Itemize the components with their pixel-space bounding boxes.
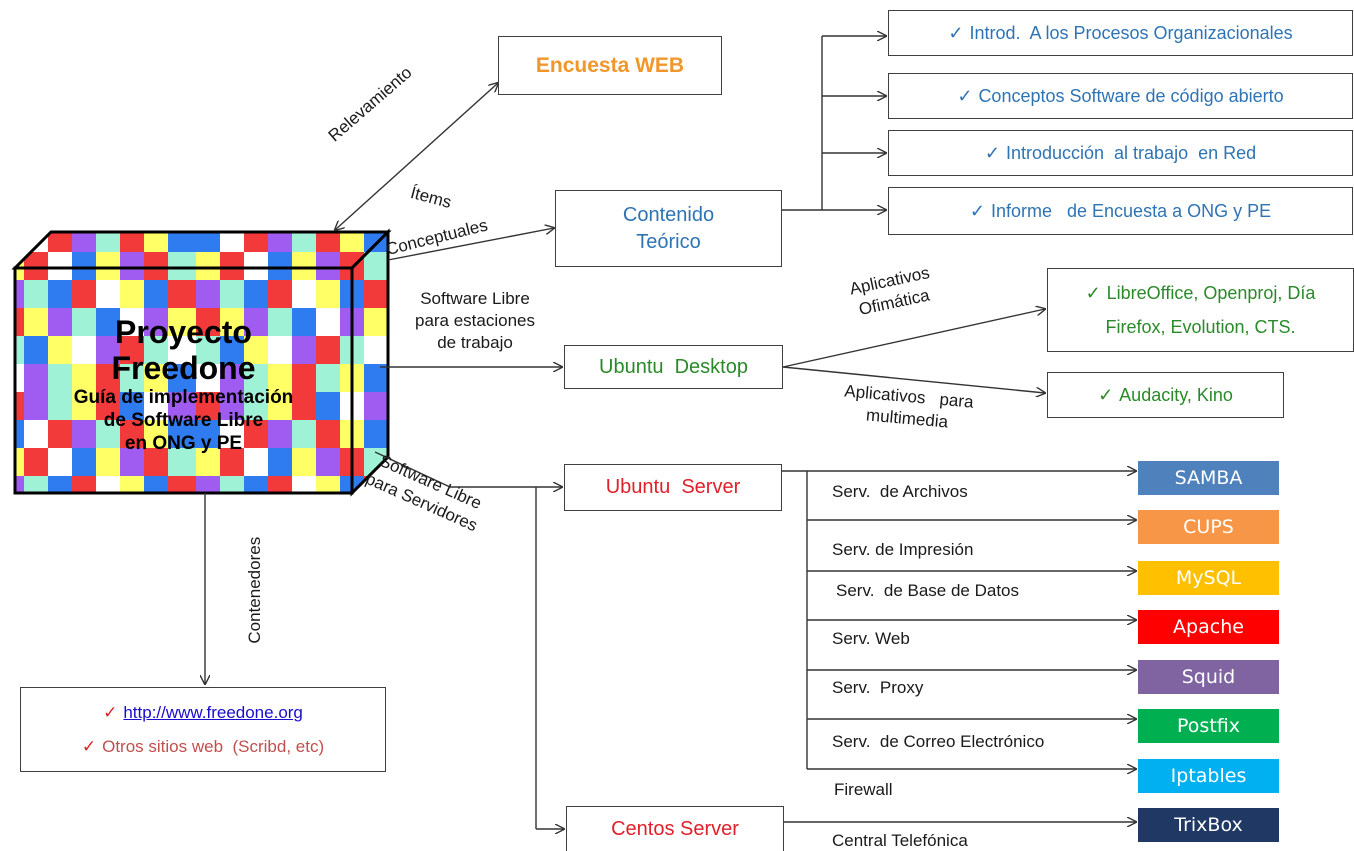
ubuntu-server-label: Ubuntu Server	[605, 476, 741, 498]
edge-label-desktop-line2: para estaciones	[414, 311, 536, 330]
theory-item-2: ✓ Conceptos Software de código abierto	[888, 73, 1353, 119]
theory-item-label: Introducción al trabajo en Red	[1005, 142, 1257, 163]
edge-office-apps	[782, 309, 1045, 368]
media-apps-box: ✓ Audacity, Kino	[1047, 372, 1284, 418]
cube-front-face	[13, 266, 354, 495]
theory-bracket	[782, 36, 886, 210]
service-label-db: Serv. de Base de Datos	[836, 581, 1020, 600]
theory-box-line2: Teórico	[636, 230, 701, 253]
service-label-mail: Serv. de Correo Electrónico	[832, 732, 1045, 751]
tech-badge-postfix: Postfix	[1138, 709, 1279, 743]
container-link-row: ✓http://www.freedone.org	[103, 696, 303, 730]
services-bracket	[782, 471, 1136, 769]
edge-conceptuales	[387, 228, 554, 261]
service-label-web: Serv. Web	[832, 629, 910, 648]
theory-item-label: Conceptos Software de código abierto	[978, 85, 1284, 106]
theory-item-1: ✓ Introd. A los Procesos Organizacionale…	[888, 10, 1353, 56]
service-label-print: Serv. de Impresión	[832, 540, 974, 559]
edge-label-containers: Contenedores	[244, 536, 264, 644]
project-subtitle-line3: en ONG y PE	[124, 433, 243, 454]
ubuntu-desktop-box: Ubuntu Desktop	[564, 345, 783, 389]
edge-label-desktop: Software Libre para estaciones de trabaj…	[395, 288, 555, 354]
centos-server-label: Centos Server	[611, 817, 739, 840]
theory-box: Contenido Teórico	[555, 190, 782, 267]
project-subtitle-line2: de Software Libre	[103, 410, 264, 431]
check-icon: ✓	[969, 200, 985, 221]
tech-badge-mysql: MySQL	[1138, 561, 1279, 595]
media-apps-label: Audacity, Kino	[1119, 384, 1233, 405]
container-other-label: Otros sitios web (Scribd, etc)	[102, 736, 325, 756]
edge-label-desktop-line1: Software Libre	[420, 289, 530, 308]
service-label-telephony: Central Telefónica	[832, 831, 968, 850]
ubuntu-server-box: Ubuntu Server	[564, 464, 782, 511]
tech-badge-samba: SAMBA	[1138, 461, 1279, 495]
check-icon: ✓	[957, 85, 973, 106]
theory-item-label: Introd. A los Procesos Organizacionales	[969, 22, 1293, 43]
project-cube: Proyecto Freedone Guía de implementación…	[15, 268, 352, 493]
office-apps-text1: LibreOffice, Openproj, Día	[1106, 283, 1316, 303]
cube-top-face	[11, 230, 392, 270]
check-icon: ✓	[948, 22, 964, 43]
ubuntu-desktop-label: Ubuntu Desktop	[599, 355, 748, 378]
theory-box-line1: Contenido	[622, 203, 715, 226]
tech-badge-cups: CUPS	[1138, 510, 1279, 544]
tech-badge-squid: Squid	[1138, 660, 1279, 694]
tech-badge-iptables: Iptables	[1138, 759, 1279, 793]
centos-server-box: Centos Server	[566, 806, 784, 851]
check-icon: ✓	[1085, 283, 1101, 303]
office-apps-line2: Firefox, Evolution, CTS.	[1105, 317, 1296, 337]
office-apps-line1: ✓LibreOffice, Openproj, Día	[1086, 276, 1316, 310]
survey-label: Encuesta WEB	[535, 53, 685, 77]
containers-box: ✓http://www.freedone.org ✓Otros sitios w…	[20, 687, 386, 772]
container-other-row: ✓Otros sitios web (Scribd, etc)	[82, 730, 324, 764]
service-label-files: Serv. de Archivos	[832, 482, 968, 501]
project-title-line2: Freedone	[111, 350, 256, 386]
survey-box: Encuesta WEB	[498, 36, 722, 95]
service-label-proxy: Serv. Proxy	[832, 678, 924, 697]
project-subtitle-line1: Guía de implementación	[73, 387, 294, 408]
servers-bracket	[450, 487, 564, 829]
check-icon: ✓	[81, 736, 97, 756]
theory-item-4: ✓ Informe de Encuesta a ONG y PE	[888, 187, 1353, 235]
edge-relevamiento	[335, 83, 498, 230]
edge-servers	[374, 451, 451, 488]
office-apps-box: ✓LibreOffice, Openproj, Día Firefox, Evo…	[1047, 268, 1354, 352]
edge-label-desktop-line3: de trabajo	[437, 333, 513, 352]
theory-item-3: ✓ Introducción al trabajo en Red	[888, 130, 1353, 176]
tech-badge-apache: Apache	[1138, 610, 1279, 644]
check-icon: ✓	[103, 702, 118, 722]
check-icon: ✓	[984, 142, 1000, 163]
edge-media-apps	[782, 366, 1045, 393]
check-icon: ✓	[1098, 384, 1114, 405]
service-label-firewall: Firewall	[834, 780, 893, 799]
tech-badge-trixbox: TrixBox	[1138, 808, 1279, 842]
freedone-link[interactable]: http://www.freedone.org	[123, 702, 303, 722]
project-title-line1: Proyecto	[115, 314, 252, 350]
theory-item-label: Informe de Encuesta a ONG y PE	[990, 200, 1272, 221]
